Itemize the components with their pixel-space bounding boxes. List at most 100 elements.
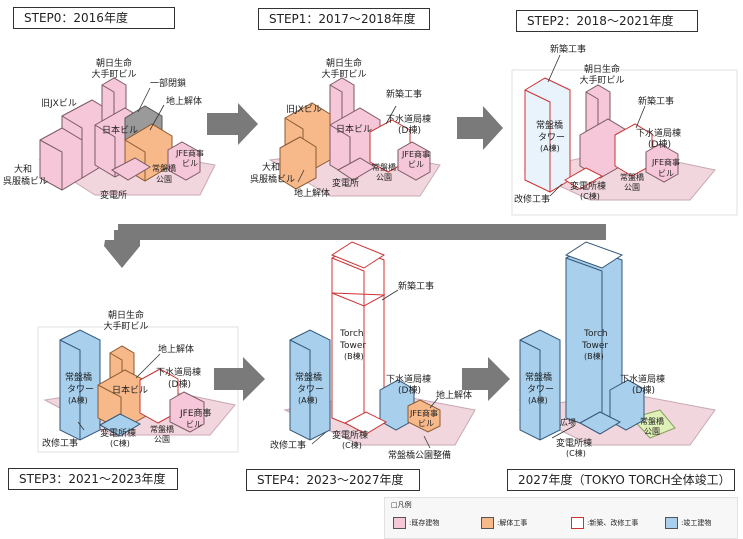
t-asahi: 朝日生命 — [584, 63, 620, 75]
substation-c — [578, 411, 622, 435]
legend-swatch-demolition — [481, 517, 494, 529]
t-park: 常盤橋 — [150, 424, 174, 434]
t-abldg: (A棟) — [68, 395, 88, 405]
arrow-icon — [457, 106, 503, 150]
t-suido: 下水道局棟 — [386, 373, 431, 385]
daiwa-building — [39, 127, 83, 191]
t-jfe2: ビル — [418, 419, 434, 428]
legend-swatch-completed — [665, 517, 678, 529]
t-dbldg: (D棟) — [168, 378, 191, 390]
t-nihon: 日本ビル — [112, 384, 148, 396]
t-suido: 下水道局棟 — [636, 127, 681, 139]
t-cbldg: (C棟) — [110, 438, 130, 448]
t-park2: 公園 — [376, 173, 392, 182]
jfe-demolition — [407, 399, 441, 433]
t-abldg: (A棟) — [540, 143, 560, 153]
t-jfe2: ビル — [658, 169, 674, 178]
t-suido: 下水道局棟 — [386, 113, 431, 125]
t-henden-c: 変電所棟 — [100, 427, 136, 439]
t-kaishu: 改修工事 — [270, 439, 306, 451]
t-park: 常盤橋 — [372, 162, 396, 172]
scene-frame — [511, 69, 738, 216]
t-asahi: 朝日生命 — [326, 57, 362, 69]
step0-label: STEP0：2016年度 — [13, 7, 175, 29]
legend-label-demolition: :解体工事 — [497, 519, 528, 527]
t-henden: 変電所 — [332, 177, 359, 189]
t-tower-a: 常盤橋 — [525, 371, 552, 383]
step2-label: STEP2：2018～2021年度 — [516, 10, 698, 32]
t-park: 常盤橋 — [640, 416, 664, 426]
step1-label: STEP1：2017～2018年度 — [258, 8, 430, 30]
legend-swatch-new — [571, 517, 584, 529]
t-cbldg: (C棟) — [342, 440, 362, 450]
step0-scene: 朝日生命 大手町ビル 一部閉鎖 旧JXビル 地上解体 日本ビル JFE商事 ビル… — [3, 57, 216, 201]
substation — [337, 157, 376, 181]
t-tower-a2: タワー — [538, 132, 565, 143]
t-jx: 旧JXビル — [286, 104, 322, 115]
arrow-icon — [462, 357, 510, 401]
t-park: 常盤橋 — [152, 163, 176, 173]
t-asahi2: 大手町ビル — [321, 68, 366, 80]
t-abldg: (A棟) — [528, 395, 548, 405]
t-asahi2: 大手町ビル — [103, 320, 148, 332]
t-dbldg: (D棟) — [398, 384, 421, 396]
t-shinchiku2: 新築工事 — [638, 95, 674, 107]
step5-scene: Torch Tower (B棟) 常盤橋 タワー (A棟) 下水道局棟 (D棟)… — [518, 241, 716, 458]
t-bbldg: (B棟) — [344, 351, 364, 361]
t-chijo: 地上解体 — [166, 95, 202, 107]
t-jfe: JFE商事 — [175, 148, 204, 158]
t-suido: 下水道局棟 — [620, 373, 665, 385]
t-shinchiku: 新築工事 — [386, 88, 422, 100]
step5-label: 2027年度（TOKYO TORCH全体竣工） — [507, 469, 735, 491]
t-daiwa: 大和 — [14, 163, 32, 175]
t-nihon: 日本ビル — [336, 123, 372, 135]
torch-tower-construction — [331, 246, 385, 432]
t-henden-c: 変電所棟 — [332, 429, 368, 441]
step1-scene: 朝日生命 大手町ビル 旧JXビル 新築工事 日本ビル 下水道局棟 (D棟) JF… — [250, 57, 441, 199]
t-tower-a2: タワー — [527, 384, 554, 395]
t-tower-a: 常盤橋 — [536, 119, 563, 131]
t-torch2: Tower — [581, 341, 608, 351]
t-jfe: JFE商事 — [651, 157, 680, 167]
t-henden: 変電所 — [100, 189, 127, 201]
t-asahi2: 大手町ビル — [579, 74, 624, 86]
legend-swatch-existing — [393, 517, 406, 529]
t-tower-a2: タワー — [67, 384, 94, 395]
t-daiwa2: 呉服橋ビル — [3, 175, 48, 187]
t-dbldg: (D棟) — [398, 124, 421, 136]
t-bbldg: (B棟) — [584, 351, 604, 361]
t-park2: 公園 — [154, 435, 170, 444]
t-park2: 公園 — [156, 175, 172, 184]
substation-c — [98, 413, 142, 437]
step4-scene: Torch Tower (B棟) 新築工事 常盤橋 タワー (A棟) 下水道局棟… — [270, 241, 476, 461]
step2-scene: 新築工事 朝日生命 大手町ビル 新築工事 常盤橋 タワー (A棟) 下水道局棟 … — [511, 43, 738, 216]
t-park2: 公園 — [624, 183, 640, 192]
substation-renovation — [564, 167, 604, 190]
legend-label-existing: :既存建物 — [409, 519, 440, 527]
arrow-icon — [207, 103, 258, 145]
t-torch1: Torch — [339, 329, 364, 339]
legend-title-text: 凡例 — [397, 501, 412, 509]
t-cbldg: (C棟) — [566, 448, 586, 458]
jfe-building — [169, 391, 205, 433]
t-shinchiku: 新築工事 — [398, 280, 434, 292]
t-suido: 下水道局棟 — [156, 366, 201, 378]
t-dbldg: (D棟) — [632, 384, 655, 396]
t-torch2: Tower — [339, 341, 366, 351]
arrow-icon — [214, 357, 265, 401]
jfe-building — [167, 141, 201, 181]
t-jx: 旧JXビル — [41, 98, 77, 109]
legend-item-existing: :既存建物 — [393, 517, 439, 529]
t-asahi2: 大手町ビル — [91, 68, 136, 80]
legend-label-completed: :竣工建物 — [681, 519, 712, 527]
legend-item-completed: :竣工建物 — [665, 517, 711, 529]
t-jfe2: ビル — [408, 160, 424, 169]
t-park2: 公園 — [644, 427, 660, 436]
legend-item-new: :新築、改修工事 — [571, 517, 638, 529]
t-park: 常盤橋 — [620, 172, 644, 182]
t-daiwa: 大和 — [262, 161, 280, 173]
arrow-icon — [104, 240, 140, 268]
return-arrow-bar — [118, 224, 606, 240]
substation — [110, 157, 151, 181]
